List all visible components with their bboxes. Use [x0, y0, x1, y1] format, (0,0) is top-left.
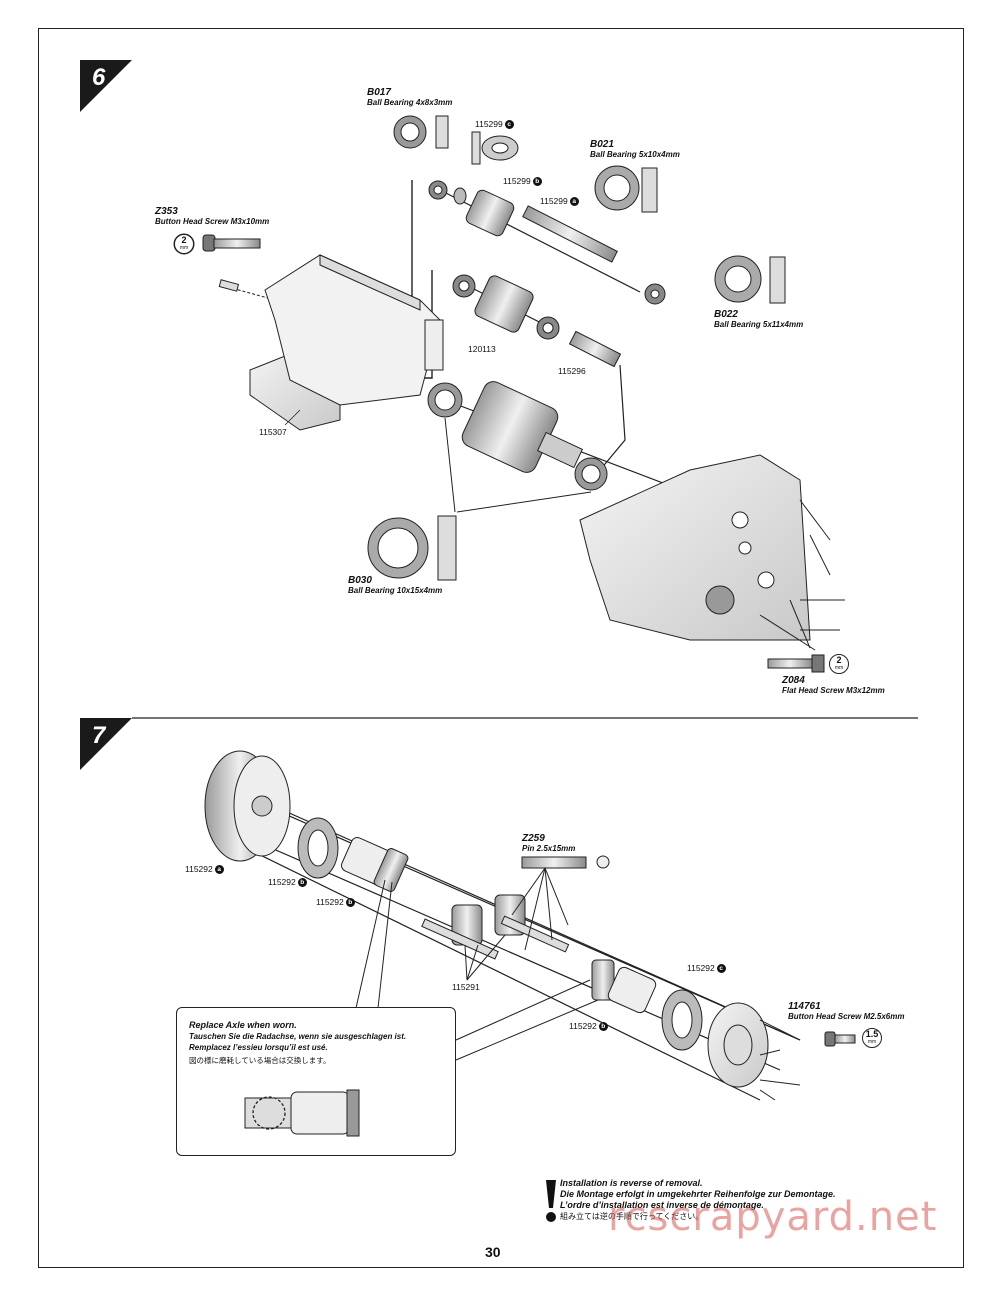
step6-exploded [173, 115, 845, 673]
step7-exploded [204, 750, 856, 1101]
part-115296: 115296 [558, 366, 586, 376]
replace-axle-callout: Replace Axle when worn. Tauschen Sie die… [176, 1007, 456, 1156]
notice-de: Die Montage erfolgt in umgekehrter Reihe… [560, 1189, 836, 1199]
notice-fr: L’ordre d’installation est inverse de dé… [560, 1200, 764, 1210]
part-115291: 115291 [452, 982, 480, 992]
worn-axle-figure [244, 1089, 360, 1137]
warning-exclamation-icon [546, 1180, 556, 1222]
callout-fr: Remplacez l’essieu lorsqu’il est usé. [189, 1043, 328, 1052]
notice-ja: 組み立ては逆の手順で行ってください。 [560, 1212, 704, 1221]
part-115307: 115307 [259, 427, 287, 437]
step7-badge [80, 718, 132, 770]
callout-de: Tauschen Sie die Radachse, wenn sie ausg… [189, 1032, 407, 1041]
step6-number: 6 [92, 64, 106, 91]
callout-ja: 図の様に磨耗している場合は交換します。 [189, 1056, 331, 1065]
page-frame [38, 28, 964, 1268]
page-number: 30 [485, 1244, 501, 1260]
notice-en: Installation is reverse of removal. [560, 1178, 703, 1188]
step6-badge [80, 60, 132, 112]
step7-number: 7 [92, 722, 106, 749]
notice-block: Installation is reverse of removal. Die … [560, 1178, 836, 1222]
part-120113: 120113 [468, 344, 496, 354]
callout-en: Replace Axle when worn. [189, 1020, 297, 1030]
watermark: rcscrapyard.net [608, 1194, 938, 1240]
